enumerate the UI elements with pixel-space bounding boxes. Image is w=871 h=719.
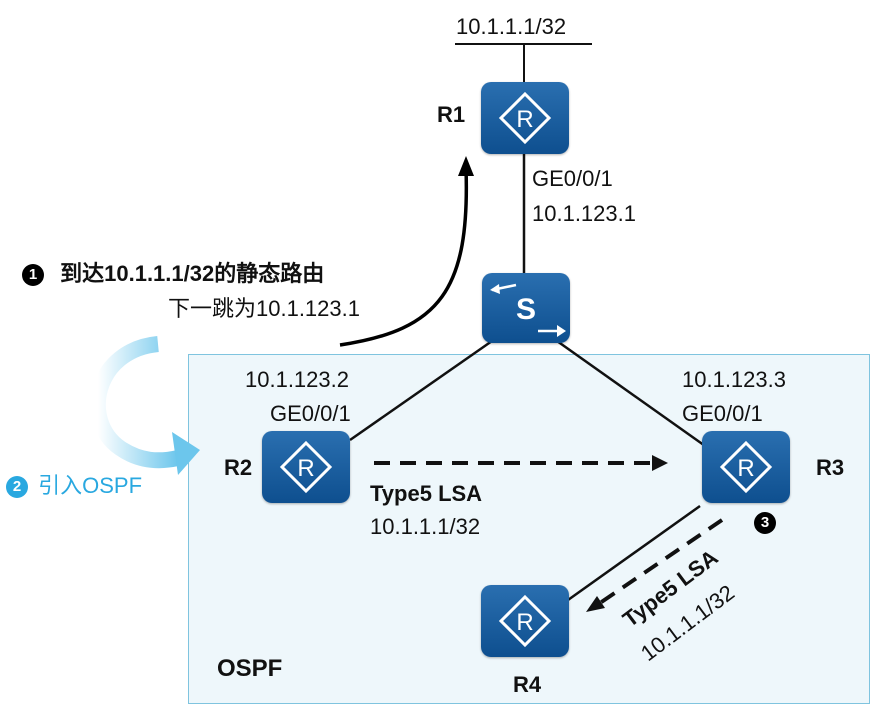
step1-badge: 1 (22, 264, 44, 287)
r2-name: R2 (224, 455, 253, 480)
router-icon: R (498, 594, 552, 648)
r1-name: R1 (437, 102, 466, 127)
step1-title: 1 到达10.1.1.1/32的静态路由 (22, 261, 324, 287)
router-glyph: R (516, 609, 533, 636)
router-r2: R (262, 431, 350, 503)
step1-arrow (339, 167, 469, 347)
r1-interface: GE0/0/1 (532, 166, 613, 191)
switch: S (482, 273, 570, 343)
router-r4: R (481, 585, 569, 657)
step2-text: 引入OSPF (38, 473, 143, 498)
switch-icon: S (490, 283, 566, 337)
step1-arrowhead (458, 156, 474, 176)
r3-interface: GE0/0/1 (682, 401, 763, 426)
step2-label: 2 引入OSPF (6, 473, 142, 499)
router-icon: R (279, 440, 333, 494)
step1-line1: 到达10.1.1.1/32的静态路由 (60, 261, 325, 286)
r2-interface: GE0/0/1 (270, 401, 351, 426)
r3-ip: 10.1.123.3 (682, 367, 786, 392)
r1-ip: 10.1.123.1 (532, 201, 636, 226)
switch-glyph: S (516, 293, 536, 326)
link-r3-r4 (567, 504, 701, 602)
r3-name: R3 (816, 455, 845, 480)
r4-name: R4 (513, 672, 542, 697)
router-glyph: R (737, 455, 754, 482)
step2-swirl (89, 336, 180, 469)
step1-line2: 下一跳为10.1.123.1 (168, 296, 360, 321)
step2-arrowhead (172, 432, 200, 475)
lsa1-type: Type5 LSA (370, 481, 483, 506)
step3-badge: 3 (754, 512, 776, 534)
router-glyph: R (516, 106, 533, 133)
router-glyph: R (297, 455, 314, 482)
router-icon: R (498, 91, 552, 145)
link-switch-r2 (349, 339, 493, 442)
ospf-area-label: OSPF (217, 655, 283, 682)
top-prefix-label: 10.1.1.1/32 (456, 14, 567, 39)
router-icon: R (719, 440, 773, 494)
router-r1: R (481, 82, 569, 154)
link-switch-r3 (556, 339, 709, 450)
lsa1-prefix: 10.1.1.1/32 (370, 514, 481, 539)
router-r3: R (702, 431, 790, 503)
step2-badge: 2 (6, 476, 28, 499)
r2-ip: 10.1.123.2 (245, 367, 349, 392)
